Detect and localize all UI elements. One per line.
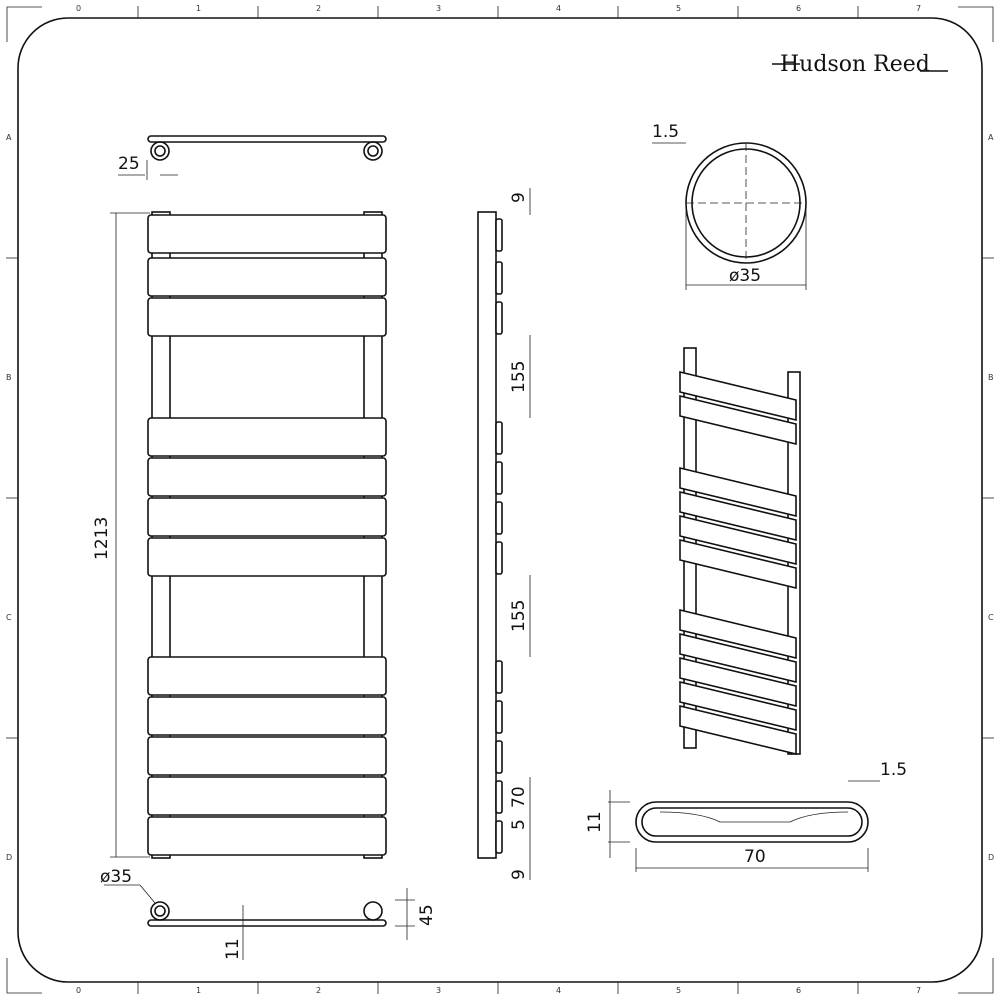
towel-rail-panel xyxy=(147,537,387,577)
towel-rail-panel xyxy=(147,497,387,537)
side-panel xyxy=(495,740,503,774)
grid-column-label: 5 xyxy=(676,4,681,13)
perspective-panel xyxy=(679,704,797,756)
grid-column-label: 6 xyxy=(796,986,801,995)
towel-rail-panel xyxy=(147,417,387,457)
top-view: 25 xyxy=(118,135,387,180)
grid-row-label: C xyxy=(6,613,12,622)
towel-rail-panel xyxy=(147,214,387,254)
side-panel xyxy=(495,421,503,455)
dim-gap-lower: 155 xyxy=(509,600,529,632)
grid-column-label: 5 xyxy=(676,986,681,995)
grid-column-label: 1 xyxy=(196,4,201,13)
side-view: 9 155 155 70 5 9 xyxy=(477,188,531,880)
side-panel xyxy=(495,218,503,252)
dim-bottom-margin: 9 xyxy=(509,869,529,880)
side-panel xyxy=(495,660,503,694)
dim-panel-thickness: 11 xyxy=(585,811,605,833)
towel-rail-panel xyxy=(147,696,387,736)
towel-rail-panel xyxy=(147,257,387,297)
grid-row-label: C xyxy=(988,613,994,622)
grid-column-label: 0 xyxy=(76,4,81,13)
dim-tube-diameter: ø35 xyxy=(729,266,761,286)
perspective-view xyxy=(679,347,801,756)
bottom-view: ø35 45 11 xyxy=(100,867,437,960)
grid-column-label: 4 xyxy=(556,4,561,13)
dim-wall-distance: 45 xyxy=(417,904,437,926)
side-panel xyxy=(495,541,503,575)
tube-section: 1.5 ø35 xyxy=(652,122,807,290)
perspective-panel xyxy=(679,370,797,422)
towel-rail-panel xyxy=(147,297,387,337)
dim-height: 1213 xyxy=(92,517,112,560)
grid-row-label: A xyxy=(988,133,994,142)
dim-bottom-diameter: ø35 xyxy=(100,867,132,887)
grid-column-label: 3 xyxy=(436,4,441,13)
side-panel xyxy=(495,820,503,854)
dim-pipe-offset: 25 xyxy=(118,154,140,174)
dim-panel-wall: 1.5 xyxy=(880,760,907,780)
dim-tube-wall: 1.5 xyxy=(652,122,679,142)
grid-row-label: A xyxy=(6,133,12,142)
hudson-reed-logo: Hudson Reed xyxy=(772,52,948,77)
dim-bottom-thickness: 11 xyxy=(223,938,243,960)
grid-row-label: D xyxy=(6,853,12,862)
dim-top-margin: 9 xyxy=(509,192,529,203)
dim-panel-height: 70 xyxy=(509,786,529,808)
perspective-panel xyxy=(679,538,797,590)
grid-row-label: B xyxy=(6,373,12,382)
grid-column-label: 6 xyxy=(796,4,801,13)
panel-section: 1.5 70 11 xyxy=(585,760,907,872)
side-panel xyxy=(495,261,503,295)
drawing-frame xyxy=(6,6,994,994)
dim-panel-gap: 5 xyxy=(509,819,529,830)
grid-row-label: B xyxy=(988,373,994,382)
side-panel xyxy=(495,501,503,535)
grid-column-label: 1 xyxy=(196,986,201,995)
perspective-panel xyxy=(679,656,797,708)
side-panel xyxy=(495,700,503,734)
brand-text: Hudson Reed xyxy=(780,52,930,77)
perspective-panel xyxy=(679,514,797,566)
grid-column-label: 0 xyxy=(76,986,81,995)
grid-column-label: 3 xyxy=(436,986,441,995)
dim-panel-depth: 70 xyxy=(744,847,766,867)
grid-column-label: 2 xyxy=(316,4,321,13)
side-panel xyxy=(495,780,503,814)
perspective-panel xyxy=(679,632,797,684)
front-view: 1213 xyxy=(92,211,387,859)
towel-rail-panel xyxy=(147,457,387,497)
side-panel xyxy=(495,461,503,495)
grid-row-label: D xyxy=(988,853,994,862)
perspective-panel xyxy=(679,394,797,446)
side-panel xyxy=(495,301,503,335)
grid-column-label: 2 xyxy=(316,986,321,995)
perspective-panel xyxy=(679,490,797,542)
towel-rail-panel xyxy=(147,656,387,696)
towel-rail-panel xyxy=(147,816,387,856)
grid-column-label: 7 xyxy=(916,4,921,13)
towel-rail-panel xyxy=(147,736,387,776)
perspective-panel xyxy=(679,680,797,732)
grid-column-label: 7 xyxy=(916,986,921,995)
perspective-panel xyxy=(679,608,797,660)
dim-gap-upper: 155 xyxy=(509,361,529,393)
perspective-panel xyxy=(679,466,797,518)
towel-rail-panel xyxy=(147,776,387,816)
grid-column-label: 4 xyxy=(556,986,561,995)
